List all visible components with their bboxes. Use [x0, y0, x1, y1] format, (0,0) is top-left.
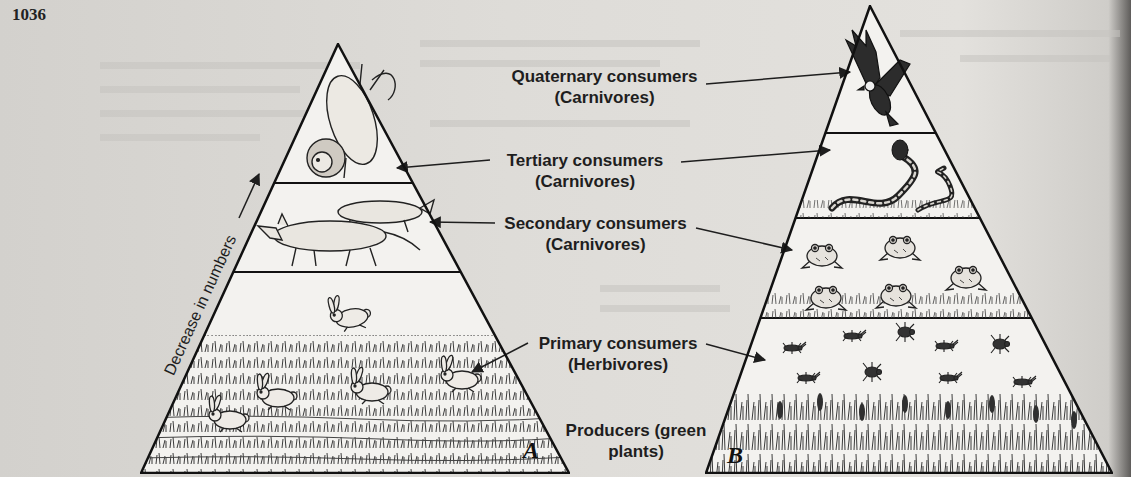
pyramid-letter: A: [523, 437, 539, 463]
pyramid: A: [140, 43, 570, 474]
level-label: Quaternary consumers (Carnivores): [487, 66, 722, 108]
level-label: Primary consumers (Herbivores): [503, 333, 733, 375]
pyramid-letter: B: [727, 442, 743, 468]
level-label: Tertiary consumers (Carnivores): [470, 150, 700, 192]
pyramid-outline: [140, 43, 570, 474]
page-number: 1036: [12, 4, 46, 25]
pyramid-outline: [705, 5, 1113, 474]
pyramid: B: [705, 5, 1113, 474]
level-label: Producers (green plants): [561, 420, 711, 462]
level-label: Secondary consumers (Carnivores): [478, 213, 713, 255]
